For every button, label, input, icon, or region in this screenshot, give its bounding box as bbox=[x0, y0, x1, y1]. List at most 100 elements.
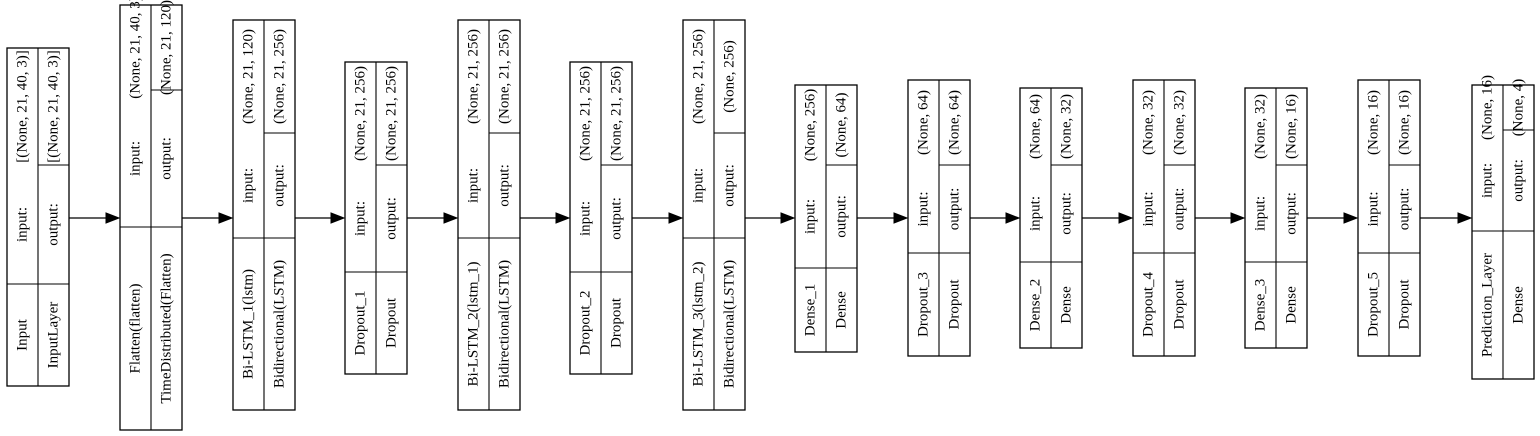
output-label: output: bbox=[947, 188, 963, 231]
arrow-head-icon bbox=[105, 212, 121, 224]
output-label: output: bbox=[1397, 188, 1413, 231]
input-shape: (None, 21, 256) bbox=[353, 66, 369, 161]
arrow-head-icon bbox=[443, 212, 459, 224]
output-label: output: bbox=[384, 197, 400, 240]
connector-arrow bbox=[745, 212, 796, 224]
layer-node-7: Bi-LSTM_3(lstm_2) Bidirectional(LSTM) inpu… bbox=[682, 19, 746, 411]
output-shape: (None, 64) bbox=[947, 90, 963, 155]
output-label: output: bbox=[1059, 192, 1075, 235]
input-label: input: bbox=[803, 199, 819, 234]
connector-arrow bbox=[520, 212, 571, 224]
output-label: output: bbox=[159, 137, 175, 180]
arrow-head-icon bbox=[555, 212, 571, 224]
layer-node-1: Input InputLayer input: output: [(None, 21, … bbox=[6, 47, 70, 387]
output-shape: (None, 16) bbox=[1397, 90, 1413, 155]
output-label: output: bbox=[722, 164, 738, 207]
layer-type: Bidirectional(LSTM) bbox=[272, 260, 288, 388]
layer-type: TimeDistributed(Flatten) bbox=[159, 253, 175, 403]
layer-node-2: Flatten(flatten) TimeDistributed(Flatten)… bbox=[119, 0, 183, 431]
connector-arrow bbox=[970, 212, 1021, 224]
layer-type: Dropout bbox=[1172, 279, 1188, 330]
input-shape: [(None, 21, 40, 3)] bbox=[15, 50, 31, 162]
layer-type: Dropout bbox=[609, 297, 625, 348]
layer-name: Dropout_4 bbox=[1141, 272, 1157, 337]
input-shape: (None, 64) bbox=[1028, 94, 1044, 159]
layer-name: Prediction_Layer bbox=[1480, 253, 1496, 357]
arrow-head-icon bbox=[1118, 212, 1134, 224]
connector-arrow bbox=[1307, 212, 1359, 224]
layer-type: Dense bbox=[834, 291, 850, 329]
input-label: input: bbox=[15, 207, 31, 242]
input-label: input: bbox=[1480, 163, 1496, 198]
layer-name: Dropout_3 bbox=[916, 272, 932, 337]
layer-node-10: Dense_2 Dense input: output: (None, 64) (None… bbox=[1019, 87, 1083, 349]
layer-name: Bi-LSTM_1(lstm) bbox=[241, 269, 257, 379]
input-shape: (None, 21, 256) bbox=[691, 29, 707, 124]
layer-name: Flatten(flatten) bbox=[128, 284, 144, 374]
layer-type: Dense bbox=[1284, 286, 1300, 324]
input-label: input: bbox=[1028, 196, 1044, 231]
output-shape: (None, 64) bbox=[834, 93, 850, 158]
connector-arrow bbox=[1420, 212, 1473, 224]
arrow-head-icon bbox=[893, 212, 909, 224]
connector-arrow bbox=[632, 212, 684, 224]
input-label: input: bbox=[353, 201, 369, 236]
output-shape: (None, 32) bbox=[1172, 90, 1188, 155]
input-label: input: bbox=[578, 201, 594, 236]
layer-node-3: Bi-LSTM_1(lstm) Bidirectional(LSTM) input:… bbox=[232, 19, 296, 411]
input-label: input: bbox=[1141, 191, 1157, 226]
input-label: input: bbox=[691, 168, 707, 203]
layer-type: Dense bbox=[1059, 286, 1075, 324]
output-shape: (None, 16) bbox=[1284, 94, 1300, 159]
output-label: output: bbox=[46, 203, 62, 246]
layer-type: Dropout bbox=[1397, 279, 1413, 330]
layer-name: Bi-LSTM_3(lstm_2) bbox=[691, 261, 707, 386]
connector-arrow bbox=[1195, 212, 1246, 224]
input-shape: (None, 16) bbox=[1366, 90, 1382, 155]
layer-type: Dropout bbox=[947, 279, 963, 330]
output-shape: (None, 21, 256) bbox=[497, 29, 513, 124]
input-shape: (None, 256) bbox=[803, 89, 819, 161]
layer-type: Bidirectional(LSTM) bbox=[722, 260, 738, 388]
layer-type: Bidirectional(LSTM) bbox=[497, 260, 513, 388]
output-shape: (None, 4) bbox=[1511, 79, 1527, 136]
output-shape: (None, 21, 256) bbox=[609, 66, 625, 161]
connector-arrow bbox=[407, 212, 459, 224]
arrow-head-icon bbox=[218, 212, 234, 224]
arrow-head-icon bbox=[780, 212, 796, 224]
arrow-head-icon bbox=[1005, 212, 1021, 224]
layer-name: Dropout_1 bbox=[353, 291, 369, 356]
input-label: input: bbox=[466, 168, 482, 203]
input-label: input: bbox=[1253, 196, 1269, 231]
input-label: input: bbox=[241, 168, 257, 203]
output-label: output: bbox=[497, 164, 513, 207]
layer-name: Input bbox=[15, 318, 31, 350]
layer-name: Dense_2 bbox=[1028, 279, 1044, 332]
output-shape: (None, 21, 120) bbox=[159, 0, 175, 95]
connector-arrow bbox=[182, 212, 234, 224]
layer-name: Dropout_5 bbox=[1366, 272, 1382, 337]
arrow-head-icon bbox=[330, 212, 346, 224]
connector-arrow bbox=[295, 212, 346, 224]
input-shape: (None, 21, 256) bbox=[578, 66, 594, 161]
layer-name: Dense_3 bbox=[1253, 279, 1269, 332]
arrow-head-icon bbox=[1230, 212, 1246, 224]
arrow-head-icon bbox=[1457, 212, 1473, 224]
connector-arrow bbox=[857, 212, 909, 224]
output-shape: (None, 32) bbox=[1059, 94, 1075, 159]
layer-type: InputLayer bbox=[46, 302, 62, 369]
output-label: output: bbox=[1511, 159, 1527, 202]
arrow-head-icon bbox=[1343, 212, 1359, 224]
layer-node-5: Bi-LSTM_2(lstm_1)Bidirectional(LSTM)inpu… bbox=[457, 19, 521, 411]
input-shape: (None, 16) bbox=[1480, 75, 1496, 140]
layer-node-4: Dropout_1 Dropout input: output: (None, 21, … bbox=[344, 61, 408, 375]
layer-type: Dropout bbox=[384, 297, 400, 348]
input-shape: (None, 32) bbox=[1141, 90, 1157, 155]
